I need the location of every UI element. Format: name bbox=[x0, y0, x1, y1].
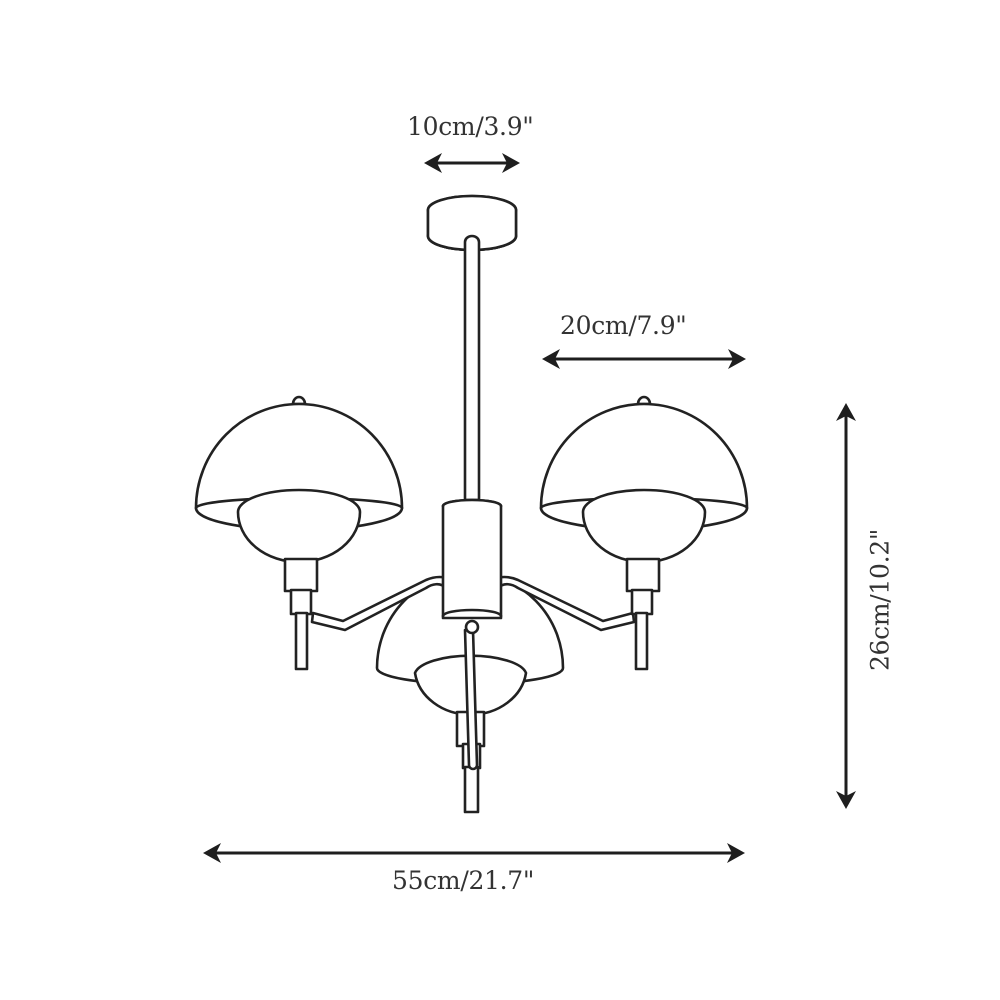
canopy-width-arrow bbox=[424, 153, 520, 173]
center-dome-shade bbox=[375, 571, 565, 814]
overall-width-arrow bbox=[203, 843, 745, 863]
overall-height-label: 26cm/10.2" bbox=[865, 528, 895, 672]
right-dome-shade bbox=[539, 395, 749, 671]
overall-width-label: 55cm/21.7" bbox=[392, 866, 535, 895]
overall-height-arrow bbox=[836, 403, 856, 809]
central-body bbox=[441, 498, 503, 620]
shade-diameter-label: 20cm/7.9" bbox=[560, 311, 687, 340]
ceiling-canopy bbox=[426, 194, 518, 252]
canopy-width-label: 10cm/3.9" bbox=[407, 112, 534, 141]
shade-diameter-arrow bbox=[542, 349, 746, 369]
down-rod bbox=[463, 234, 481, 502]
left-dome-shade bbox=[194, 395, 404, 671]
